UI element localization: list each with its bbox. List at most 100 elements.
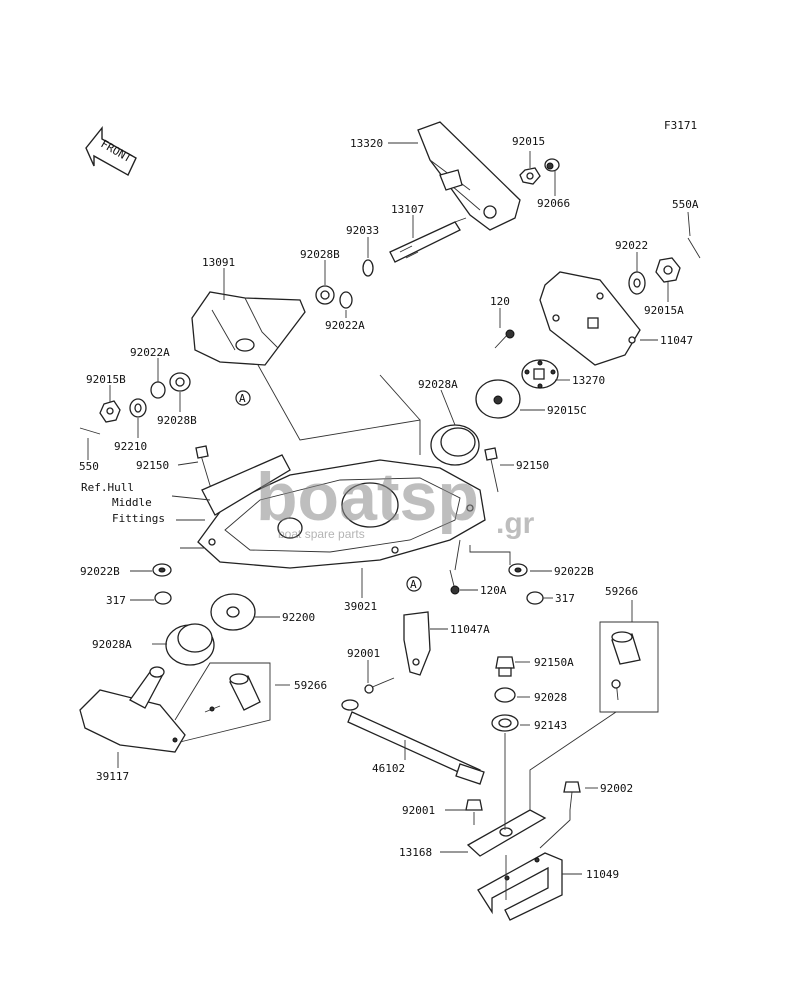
label-92028: 92028: [534, 691, 567, 704]
cotter-pin-550A-part: [687, 237, 701, 259]
nut-92015A-part: [655, 257, 681, 283]
collar-92028-part: [494, 687, 516, 703]
label-92001-mid: 92001: [347, 647, 380, 660]
bracket-11049-part: [477, 852, 563, 921]
label-13168: 13168: [399, 846, 432, 859]
bracket-11047-part: [539, 271, 641, 366]
bracket-11047A-part: [403, 611, 431, 676]
ref-note-line-1: Ref.Hull: [81, 481, 134, 494]
nut-317-right-part: [526, 591, 544, 605]
label-550: 550: [79, 460, 99, 473]
washer-92033-part: [362, 259, 374, 277]
bolt-92002-part: [563, 781, 581, 811]
label-92022: 92022: [615, 239, 648, 252]
cover-13091-part: [191, 291, 306, 366]
label-59266-left: 59266: [294, 679, 327, 692]
washer-92022-part: [628, 271, 646, 295]
label-92022B-right: 92022B: [554, 565, 594, 578]
bushing-92028A-mid-part: [430, 424, 480, 466]
ref-note-line-3: Fittings: [112, 512, 165, 525]
washer-92022B-left-part: [152, 563, 172, 577]
lever-39117-part: [79, 666, 186, 753]
label-92015: 92015: [512, 135, 545, 148]
fitting-plate-39021-part: [197, 454, 486, 569]
label-92002: 92002: [600, 782, 633, 795]
watermark-tagline: boat spare parts: [278, 527, 365, 541]
bushing-92028B-left-part: [169, 372, 191, 392]
shaft-13107-part: [389, 217, 467, 263]
bolt-92001-mid-part: [364, 677, 395, 694]
label-120: 120: [490, 295, 510, 308]
bolt-120-part: [494, 329, 515, 349]
front-arrow-icon: FRONT: [85, 126, 137, 176]
bolt-92150A-part: [495, 656, 515, 677]
bolt-120A-part: [449, 569, 460, 595]
collar-92066-part: [544, 158, 560, 172]
washer-92022A-left-part: [150, 381, 166, 399]
nut-92015B-part: [99, 400, 121, 423]
label-317-left: 317: [106, 594, 126, 607]
watermark-main: boatsp: [256, 459, 479, 535]
figure-code: F3171: [664, 119, 697, 132]
label-92001-low: 92001: [402, 804, 435, 817]
label-11047: 11047: [660, 334, 693, 347]
label-92028B-top: 92028B: [300, 248, 340, 261]
label-550A: 550A: [672, 198, 699, 211]
ref-note-line-2: Middle: [112, 496, 152, 509]
bushing-92028B-top-part: [315, 285, 335, 305]
label-92210: 92210: [114, 440, 147, 453]
bushing-92143-part: [491, 714, 519, 732]
label-92015A: 92015A: [644, 304, 684, 317]
cotter-pin-550-part: [79, 427, 101, 435]
label-92022A-top: 92022A: [325, 319, 365, 332]
steering-arm-part: [417, 121, 521, 231]
nut-92015-part: [519, 167, 541, 185]
label-92015C: 92015C: [547, 404, 587, 417]
bushing-92028A-low-part: [165, 623, 215, 666]
svg-text:A: A: [410, 578, 417, 591]
label-92028A-low: 92028A: [92, 638, 132, 651]
bolt-92001-low-part: [465, 799, 483, 825]
part-labels: 13320 92015 92066 550A 13107 92033 92028…: [79, 135, 699, 881]
label-13107: 13107: [391, 203, 424, 216]
bolt-92150-right-part: [484, 447, 499, 493]
label-92150A: 92150A: [534, 656, 574, 669]
bolt-92150-left-part: [195, 445, 213, 493]
label-39117: 39117: [96, 770, 129, 783]
label-39021: 39021: [344, 600, 377, 613]
svg-text:A: A: [239, 392, 246, 405]
label-92150-right: 92150: [516, 459, 549, 472]
label-92033: 92033: [346, 224, 379, 237]
label-13270: 13270: [572, 374, 605, 387]
marker-a-right: A: [406, 576, 422, 592]
label-92028A-mid: 92028A: [418, 378, 458, 391]
label-92022B-left: 92022B: [80, 565, 120, 578]
ref-hull-note: Ref.Hull Middle Fittings: [81, 481, 165, 525]
leader-lines: [87, 142, 691, 900]
rod-46102-part: [341, 699, 485, 785]
nut-92015C-part: [475, 379, 521, 419]
label-317-right: 317: [555, 592, 575, 605]
marker-a-left: A: [235, 390, 251, 406]
label-46102: 46102: [372, 762, 405, 775]
plate-13168-part: [466, 809, 547, 857]
nut-317-left-part: [154, 591, 172, 605]
label-92022A-left: 92022A: [130, 346, 170, 359]
label-11049: 11049: [586, 868, 619, 881]
label-92028B-left: 92028B: [157, 414, 197, 427]
plug-59266-right-part: [611, 631, 641, 701]
plug-59266-left-part: [204, 673, 261, 713]
collar-92210-part: [129, 398, 147, 418]
label-92200: 92200: [282, 611, 315, 624]
washer-92200-part: [210, 593, 256, 631]
label-92143: 92143: [534, 719, 567, 732]
watermark-suffix: .gr: [496, 507, 535, 540]
label-13320: 13320: [350, 137, 383, 150]
label-13091: 13091: [202, 256, 235, 269]
label-120A: 120A: [480, 584, 507, 597]
washer-92022B-right-part: [508, 563, 528, 577]
label-11047A: 11047A: [450, 623, 490, 636]
washer-92022A-top-part: [339, 291, 353, 309]
watermark: boatsp .gr boat spare parts: [256, 459, 535, 541]
